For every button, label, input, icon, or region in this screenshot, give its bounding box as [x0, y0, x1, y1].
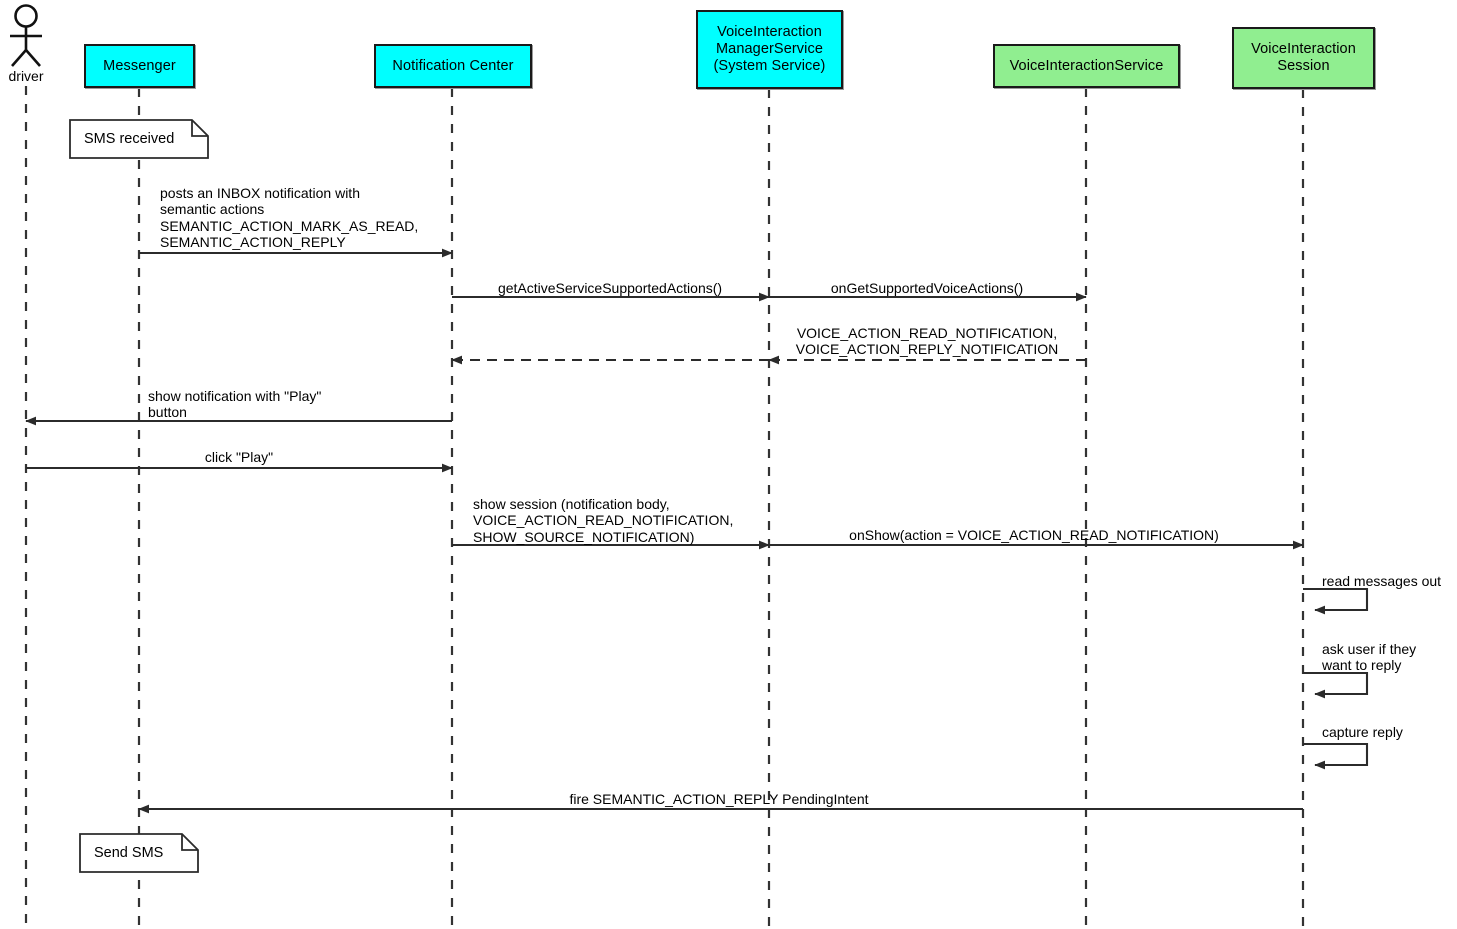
participant-notification-center[interactable]: Notification Center	[374, 44, 532, 88]
note-text: SMS received	[84, 131, 175, 147]
participant-messenger[interactable]: Messenger	[84, 44, 195, 88]
actor-group	[10, 4, 42, 67]
msg-on-show-label: onShow(action = VOICE_ACTION_READ_NOTIFI…	[849, 527, 1219, 543]
self-messages-group	[1303, 587, 1369, 770]
note-send-sms-label: Send SMS	[80, 834, 198, 872]
self-read-messages-out	[1303, 587, 1369, 615]
notes-group	[69, 119, 209, 873]
msg-on-get-supported-voice-actions-label: onGetSupportedVoiceActions()	[830, 280, 1024, 296]
msg-click-play-label: click "Play"	[204, 449, 274, 465]
lifelines-group	[24, 86, 1305, 929]
note-send-sms	[79, 833, 199, 873]
actor-right-leg-icon	[25, 49, 41, 67]
self-ask-user-reply-label: ask user if they want to reply	[1322, 641, 1417, 674]
participant-label: VoiceInteractionService	[1009, 57, 1164, 74]
participant-label: Messenger	[103, 57, 176, 74]
participant-label: Notification Center	[392, 57, 514, 74]
self-capture-reply-label: capture reply	[1322, 724, 1403, 740]
self-read-messages-out-label: read messages out	[1322, 573, 1442, 589]
actor-label-driver: driver	[8, 68, 44, 84]
actor-left-leg-icon	[11, 49, 27, 67]
messages-group	[25, 248, 1304, 814]
msg-show-notification-play-label: show notification with "Play" button	[148, 388, 322, 421]
actor-head-icon	[14, 4, 38, 28]
msg-return-voice-actions-label: VOICE_ACTION_READ_NOTIFICATION, VOICE_AC…	[795, 325, 1059, 358]
note-text: Send SMS	[94, 845, 164, 861]
msg-fire-reply-pendingintent-label: fire SEMANTIC_ACTION_REPLY PendingIntent	[569, 791, 869, 807]
self-capture-reply	[1303, 742, 1369, 770]
msg-show-session-label: show session (notification body, VOICE_A…	[473, 496, 734, 545]
note-sms-received	[69, 119, 209, 159]
msg-post-inbox-notification-label: posts an INBOX notification with semanti…	[160, 185, 419, 251]
note-sms-received-label: SMS received	[70, 120, 208, 158]
msg-get-active-service-supported-actions-label: getActiveServiceSupportedActions()	[497, 280, 723, 296]
participant-voiceinteractionservice[interactable]: VoiceInteractionService	[993, 44, 1180, 88]
self-ask-user-reply	[1303, 671, 1369, 699]
